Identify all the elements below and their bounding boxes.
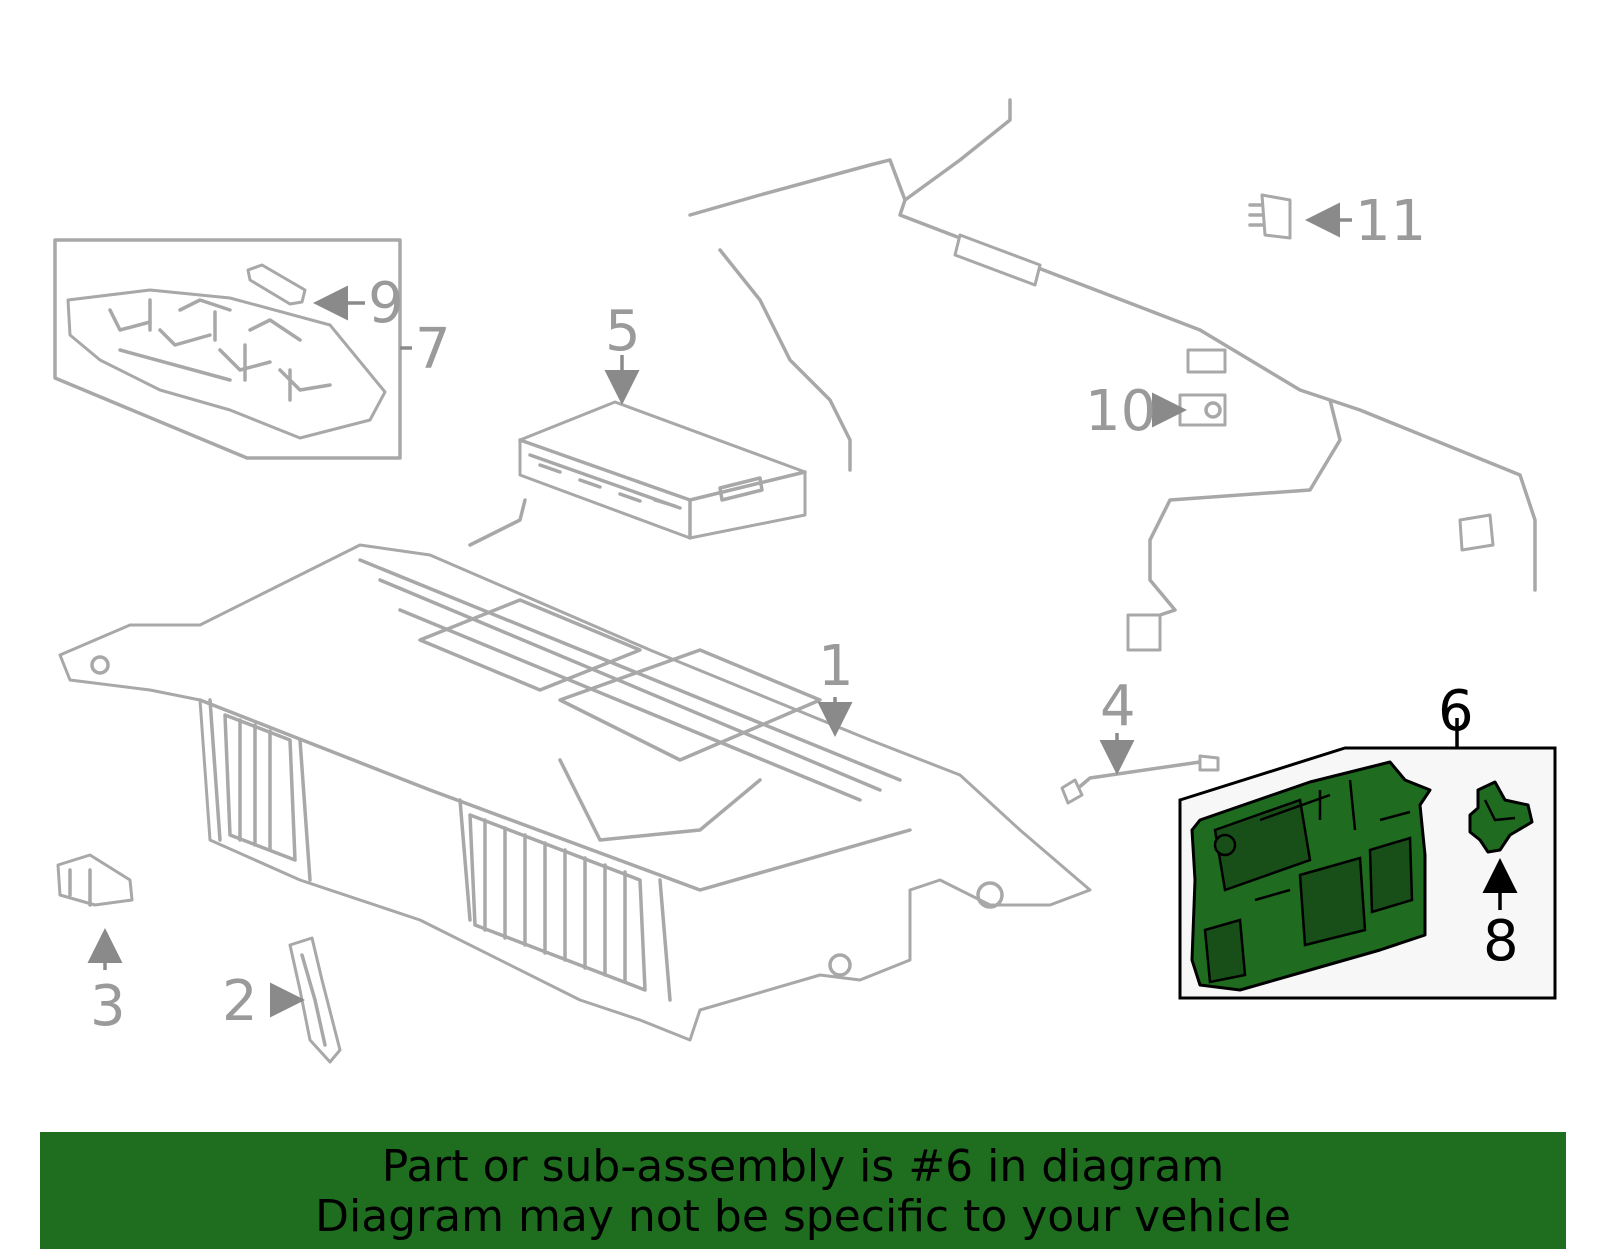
part-6-inset bbox=[1178, 746, 1557, 1000]
callout-1: 1 bbox=[818, 634, 854, 699]
part-8-highlighted bbox=[1468, 780, 1534, 854]
part-5-module bbox=[518, 400, 807, 540]
callout-labels: 1 2 3 4 5 6 7 8 9 10 11 bbox=[90, 189, 1519, 1039]
callout-6: 6 bbox=[1438, 679, 1474, 744]
callout-2: 2 bbox=[222, 969, 258, 1034]
callout-4: 4 bbox=[1100, 674, 1136, 739]
callout-8: 8 bbox=[1483, 909, 1519, 974]
part-3-bracket bbox=[56, 853, 134, 907]
banner-line-2: Diagram may not be specific to your vehi… bbox=[315, 1191, 1291, 1242]
part-10-harness bbox=[688, 98, 1537, 652]
part-11-connector bbox=[1248, 193, 1292, 240]
callout-5: 5 bbox=[605, 299, 641, 364]
info-banner: Part or sub-assembly is #6 in diagram Di… bbox=[40, 1132, 1566, 1249]
part-7-inset bbox=[53, 238, 402, 460]
callout-11: 11 bbox=[1355, 189, 1426, 254]
part-4-cable bbox=[1060, 754, 1220, 805]
callout-3: 3 bbox=[90, 974, 126, 1039]
callout-9: 9 bbox=[368, 271, 404, 336]
part-1-battery-assembly bbox=[58, 498, 1092, 1042]
callout-10: 10 bbox=[1085, 379, 1156, 444]
banner-line-1: Part or sub-assembly is #6 in diagram bbox=[381, 1141, 1225, 1192]
callout-arrows bbox=[87, 202, 1518, 1018]
callout-7: 7 bbox=[415, 317, 451, 382]
